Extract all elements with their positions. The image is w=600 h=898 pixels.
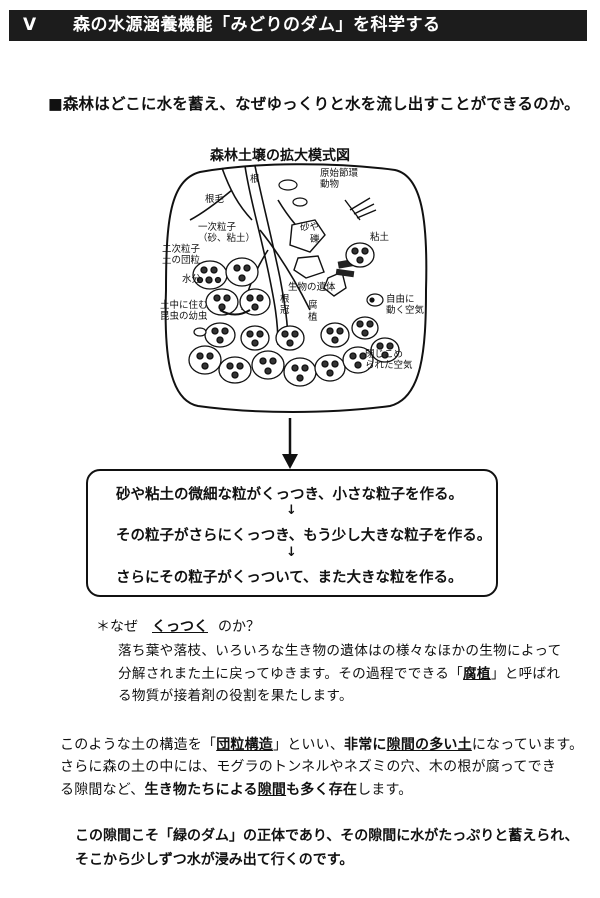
label-secondary-1: 二次粒子 <box>162 243 201 255</box>
why-line-2-text: 分解されまた土に戻ってゆきます。その過程でできる「 <box>118 666 464 682</box>
conclusion-line-1: この隙間こそ「緑のダム」の正体であり、その隙間に水がたっぷりと蓄えられ、 <box>75 828 579 844</box>
label-rootcap-2: 冠 <box>280 305 290 316</box>
label-free-air-1: 自由に <box>386 293 415 305</box>
section-title: 森の水源涵養機能「みどりのダム」を科学する <box>73 15 441 35</box>
down-arrow-icon <box>282 418 298 469</box>
section-header: V 森の水源涵養機能「みどりのダム」を科学する <box>9 10 587 41</box>
body-key-porous: 隙間の多い土 <box>386 737 472 753</box>
air-pockets <box>193 179 384 337</box>
why-line-1: 落ち葉や落枝、いろいろな生き物の遺体はの様々なほかの生物によって <box>118 643 562 659</box>
why-line-2-tail: 」と呼ばれ <box>490 666 561 682</box>
body-line-3: る隙間など、生き物たちによる隙間も多く存在します。 <box>60 779 413 799</box>
why-prefix: ＊なぜ <box>96 619 138 635</box>
why-keyword: くっつく <box>152 619 208 635</box>
process-step-3: さらにその粒子がくっついて、また大きな粒を作る。 <box>116 570 463 586</box>
diagram-boundary <box>164 163 428 413</box>
body-key-gap: 隙間 <box>257 782 287 798</box>
label-sand-1: 砂や <box>300 221 319 233</box>
body-line-1: このような土の構造を「団粒構造」といい、非常に隙間の多い土になっています。 <box>60 734 583 754</box>
larva <box>219 309 251 316</box>
label-larvae-1: 土中に住む <box>160 299 208 311</box>
roots <box>189 165 311 346</box>
label-root-hair: 根毛 <box>205 193 225 205</box>
body-key-aggregate: 団粒構造 <box>216 737 274 753</box>
label-larvae-2: 昆虫の幼虫 <box>160 310 208 322</box>
why-heading: ＊なぜくっつくのか？ <box>96 616 260 636</box>
lead-question: ■森林はどこに水を蓄え、なぜゆっくりと水を流し出すことができるのか。 <box>48 95 580 113</box>
body-1c: になっています。 <box>471 737 584 753</box>
why-line-3: る物質が接着剤の役割を果たします。 <box>118 688 353 704</box>
body-key-exist: も多く存在 <box>286 782 358 798</box>
label-arthropod-1: 原始節環 <box>320 167 359 179</box>
body-key-very: 非常に <box>344 737 387 753</box>
why-suffix: のか？ <box>218 619 260 635</box>
body-3a: る隙間など、 <box>60 782 145 798</box>
label-remains: 生物の遺体 <box>288 281 336 293</box>
label-free-air-2: 動く空気 <box>386 304 425 316</box>
label-arthropod-2: 動物 <box>320 178 340 190</box>
conclusion-line-2: そこから少しずつ水が浸み出て行くのです。 <box>75 852 354 868</box>
soil-aggregates <box>188 242 400 387</box>
process-step-1: 砂や粘土の微細な粒がくっつき、小さな粒子を作る。 <box>116 487 463 503</box>
gravel-1 <box>289 219 326 253</box>
label-rootcap-1: 根 <box>280 293 290 305</box>
body-3b: します。 <box>357 782 413 798</box>
body-1a: このような土の構造を「 <box>60 737 217 753</box>
label-sand-2: 礫 <box>310 233 320 245</box>
section-number: V <box>23 15 37 35</box>
label-trapped-air-1: 閉じこめ <box>365 349 403 360</box>
label-trapped-air-2: られた空気 <box>365 359 413 371</box>
label-root: 根 <box>250 173 260 185</box>
figure-title: 森林土壌の拡大模式図 <box>210 148 350 164</box>
arthropod <box>344 197 377 221</box>
step-arrow-1: ↓ <box>286 503 297 518</box>
process-step-2: その粒子がさらにくっつき、もう少し大きな粒子を作る。 <box>116 528 492 544</box>
label-clay: 粘土 <box>370 231 390 243</box>
label-secondary-2: 土の団粒 <box>162 254 201 266</box>
label-humus-2: 植 <box>308 311 318 323</box>
body-line-2: さらに森の土の中には、モグラのトンネルやネズミの穴、木の根が腐ってでき <box>60 759 557 775</box>
label-primary-1: 一次粒子 <box>198 221 237 233</box>
why-line-2: 分解されまた土に戻ってゆきます。その過程でできる「腐植」と呼ばれ <box>118 663 578 686</box>
label-primary-2: （砂、粘土） <box>198 232 255 244</box>
gravel-2 <box>293 255 325 279</box>
why-humus-keyword: 腐植 <box>463 666 491 682</box>
step-arrow-2: ↓ <box>286 545 297 560</box>
body-key-creatures: 生き物たちによる <box>144 782 258 798</box>
label-water: 水分 <box>182 273 202 285</box>
process-box <box>86 469 498 597</box>
label-humus-1: 腐 <box>308 299 318 311</box>
soil-diagram: 根 根毛 原始節環 動物 一次粒子 （砂、粘土） 二次粒子 土の団粒 砂や 礫 … <box>160 163 428 413</box>
body-1b: 」といい、 <box>273 737 345 753</box>
